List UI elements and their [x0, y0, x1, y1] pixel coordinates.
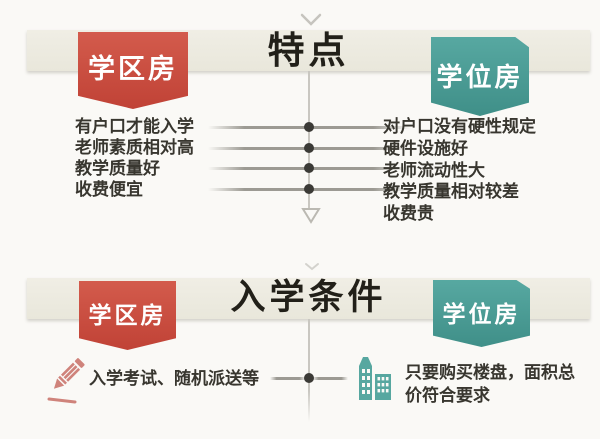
feature-item: 硬件设施好 — [383, 138, 468, 159]
feature-item: 教学质量好 — [75, 159, 160, 179]
connector-dot — [304, 373, 314, 383]
school-district-feature-list: 有户口才能入学 老师素质相对高 教学质量好 收费便宜 — [75, 117, 194, 201]
connector-dot — [304, 184, 314, 194]
connector-line — [270, 377, 306, 380]
school-place-condition-text: 只要购买楼盘，面积总价符合要求 — [405, 363, 575, 406]
section1-left-ribbon-label: 学区房 — [88, 54, 178, 85]
feature-item: 收费贵 — [383, 204, 434, 225]
connector-dot — [304, 143, 314, 153]
connector-dot — [304, 122, 314, 132]
chevron-down-icon — [300, 13, 322, 26]
chevron-down-icon — [305, 263, 319, 271]
section2-left-ribbon: 学区房 — [79, 281, 176, 350]
triangle-down-icon — [301, 208, 321, 224]
feature-item: 有户口才能入学 — [75, 117, 194, 137]
connector-line — [312, 377, 348, 380]
section2-right-ribbon-label: 学位房 — [442, 302, 521, 328]
feature-item: 老师流动性大 — [383, 160, 485, 181]
section1-flow-line — [308, 71, 310, 209]
section2-title: 入学条件 — [230, 278, 387, 318]
building-icon — [359, 357, 391, 400]
school-place-feature-list: 对户口没有硬性规定 硬件设施好 老师流动性大 教学质量相对较差 收费贵 — [383, 117, 536, 226]
feature-item: 对户口没有硬性规定 — [383, 117, 536, 137]
section1-left-ribbon: 学区房 — [78, 32, 188, 109]
section2-left-ribbon-label: 学区房 — [88, 303, 167, 329]
feature-item: 教学质量相对较差 — [383, 182, 519, 203]
section2-flow-line — [308, 319, 310, 422]
feature-item: 收费便宜 — [75, 180, 143, 200]
school-district-condition-text: 入学考试、随机派送等 — [89, 369, 259, 389]
feature-item: 老师素质相对高 — [75, 138, 194, 158]
section2-right-ribbon: 学位房 — [433, 280, 530, 347]
section1-right-ribbon-label: 学位房 — [436, 63, 524, 93]
section1-title: 特点 — [267, 29, 350, 72]
connector-dot — [304, 163, 314, 173]
section1-right-ribbon: 学位房 — [431, 37, 529, 116]
pencil-icon — [47, 358, 85, 404]
